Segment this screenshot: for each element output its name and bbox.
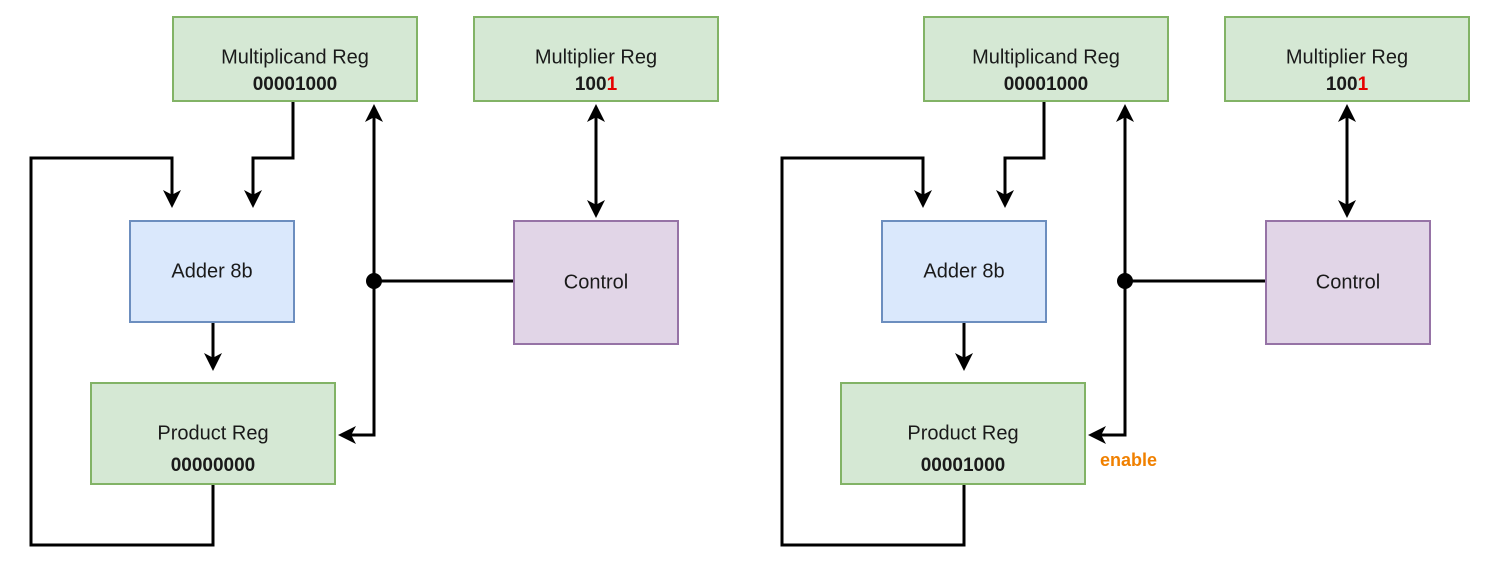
control-box: [513, 220, 679, 345]
adder-box: [129, 220, 295, 323]
multiplier-reg-value: 1001: [575, 74, 618, 95]
control-title: Control: [1316, 271, 1380, 293]
control-block: Control: [513, 220, 679, 345]
multiplier-reg-box: [473, 16, 719, 102]
wire-junction-dot: [366, 273, 382, 289]
multiplicand-reg-title: Multiplicand Reg: [221, 46, 369, 68]
adder-box: [881, 220, 1047, 323]
multiplier-reg-title: Multiplier Reg: [535, 46, 657, 68]
multiplier-reg-box: [1224, 16, 1470, 102]
control-title: Control: [564, 271, 628, 293]
multiplicand-reg-box: [923, 16, 1169, 102]
adder-title: Adder 8b: [923, 260, 1004, 282]
wire-multiplicand-to-adder: [996, 101, 1046, 208]
control-block: Control: [1265, 220, 1431, 345]
panel-after: enable Multiplicand Reg 00001000 Multipl…: [780, 16, 1470, 547]
multiplier-reg-value: 1001: [1326, 74, 1369, 95]
panel-before: Multiplicand Reg 00001000 Multiplier Reg…: [29, 16, 719, 547]
multiplicand-reg-block: Multiplicand Reg 00001000: [172, 16, 418, 102]
multiplicand-reg-block: Multiplicand Reg 00001000: [923, 16, 1169, 102]
multiplier-reg-title: Multiplier Reg: [1286, 46, 1408, 68]
product-reg-box: [90, 382, 336, 485]
adder-block: Adder 8b: [129, 220, 295, 323]
wires-before: [29, 101, 605, 547]
multiplicand-reg-value: 00001000: [1004, 74, 1089, 95]
product-reg-box: [840, 382, 1086, 485]
multiplier-reg-block: Multiplier Reg 1001: [1224, 16, 1470, 102]
wire-multiplicand-to-adder: [244, 101, 295, 208]
wire-product-feedback-to-adder: [780, 156, 966, 547]
adder-title: Adder 8b: [171, 260, 252, 282]
wire-junction-dot: [1117, 273, 1133, 289]
multiplier-reg-block: Multiplier Reg 1001: [473, 16, 719, 102]
multiplicand-reg-box: [172, 16, 418, 102]
product-reg-value: 00000000: [171, 455, 256, 476]
control-box: [1265, 220, 1431, 345]
adder-block: Adder 8b: [881, 220, 1047, 323]
product-reg-title: Product Reg: [907, 422, 1018, 444]
multiplicand-reg-value: 00001000: [253, 74, 338, 95]
multiplicand-reg-title: Multiplicand Reg: [972, 46, 1120, 68]
wire-control-enable-to-product: [338, 281, 376, 444]
wire-product-feedback-to-adder: [29, 156, 215, 547]
wires-after: [780, 101, 1356, 547]
product-reg-title: Product Reg: [157, 422, 268, 444]
product-reg-block: Product Reg 00001000: [840, 382, 1086, 485]
product-reg-block: Product Reg 00000000: [90, 382, 336, 485]
product-reg-value: 00001000: [921, 455, 1006, 476]
wire-control-enable-to-product: [1088, 281, 1127, 444]
enable-label: enable: [1100, 450, 1157, 470]
